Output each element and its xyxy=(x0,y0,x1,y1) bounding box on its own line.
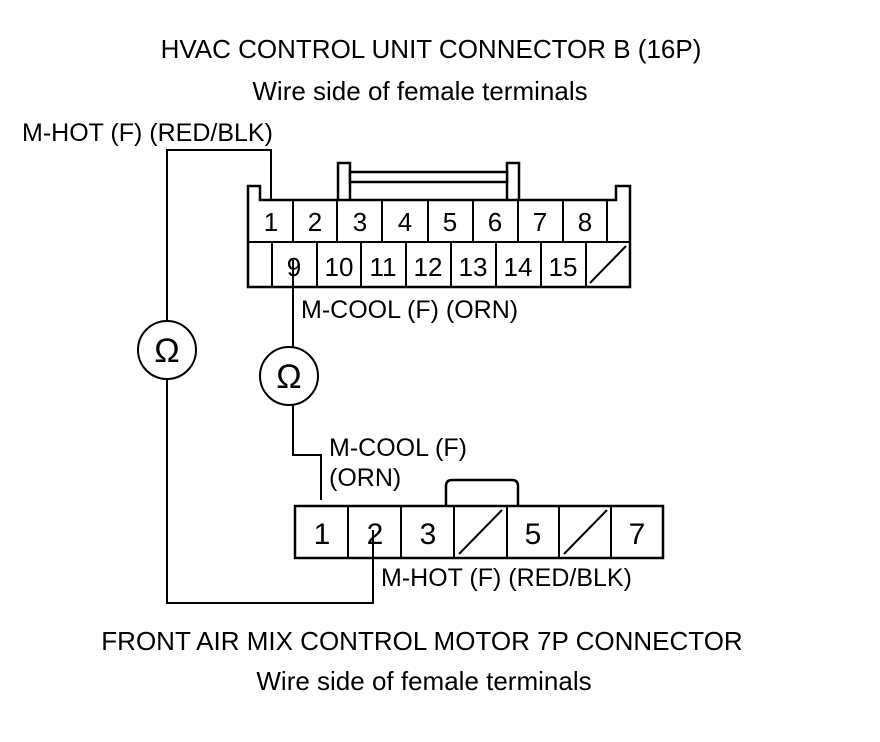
pin-label: 6 xyxy=(488,207,502,237)
ohmmeter-left: Ω xyxy=(137,320,197,380)
mcool-bottom-label-line1: M-COOL (F) xyxy=(329,434,467,462)
pin-label: 5 xyxy=(525,518,542,551)
top-connector-title: HVAC CONTROL UNIT CONNECTOR B (16P) xyxy=(161,34,702,64)
latch-right xyxy=(505,161,521,203)
blank-cavity-slash xyxy=(458,509,503,555)
ohm-meter-icon xyxy=(137,320,197,380)
pin-label: 2 xyxy=(308,207,322,237)
mcool-top-label: M-COOL (F) (ORN) xyxy=(301,296,518,324)
pin-label: 3 xyxy=(420,518,437,551)
pin-label: 1 xyxy=(264,207,278,237)
pin-label: 10 xyxy=(325,252,354,282)
connector-body xyxy=(293,504,665,560)
connector-tab xyxy=(444,478,520,506)
blank-cavity-slash xyxy=(589,245,627,284)
pin-label: 4 xyxy=(398,207,412,237)
bottom-connector-subtitle: Wire side of female terminals xyxy=(256,666,591,696)
pin-label: 5 xyxy=(443,207,457,237)
pin-label: 12 xyxy=(414,252,443,282)
pin-label: 7 xyxy=(533,207,547,237)
top-connector-subtitle: Wire side of female terminals xyxy=(252,76,587,106)
pin-label: 3 xyxy=(353,207,367,237)
latch-bar xyxy=(348,170,509,184)
mhot-bottom-label: M-HOT (F) (RED/BLK) xyxy=(381,564,632,592)
connector-body xyxy=(246,184,632,289)
hvac-connector-b: 1 2 3 4 5 6 7 8 9 10 11 12 13 14 15 xyxy=(246,161,632,289)
pin-label: 15 xyxy=(549,252,578,282)
mhot-wire-lower xyxy=(166,380,374,604)
pin-label: 11 xyxy=(370,252,397,282)
latch-left xyxy=(336,161,352,203)
ohm-symbol: Ω xyxy=(154,332,179,370)
mcool-bottom-label-line2: (ORN) xyxy=(329,464,401,492)
ohmmeter-right: Ω xyxy=(259,346,319,406)
ohm-symbol: Ω xyxy=(276,358,301,396)
mhot-top-label: M-HOT (F) (RED/BLK) xyxy=(22,119,273,147)
pin-label: 8 xyxy=(578,207,592,237)
pin-label: 13 xyxy=(459,252,488,282)
pin-label: 1 xyxy=(314,518,331,551)
mhot-wire-upper xyxy=(166,149,272,320)
pin-label: 2 xyxy=(367,518,384,551)
pin-label: 14 xyxy=(504,252,533,282)
ohm-meter-icon xyxy=(259,346,319,406)
blank-cavity-slash xyxy=(563,509,608,555)
pin-label: 7 xyxy=(629,518,646,551)
mcool-wire-lower xyxy=(292,404,322,500)
air-mix-motor-connector: 1 2 3 5 7 xyxy=(293,478,665,560)
bottom-connector-title: FRONT AIR MIX CONTROL MOTOR 7P CONNECTOR xyxy=(101,626,742,656)
